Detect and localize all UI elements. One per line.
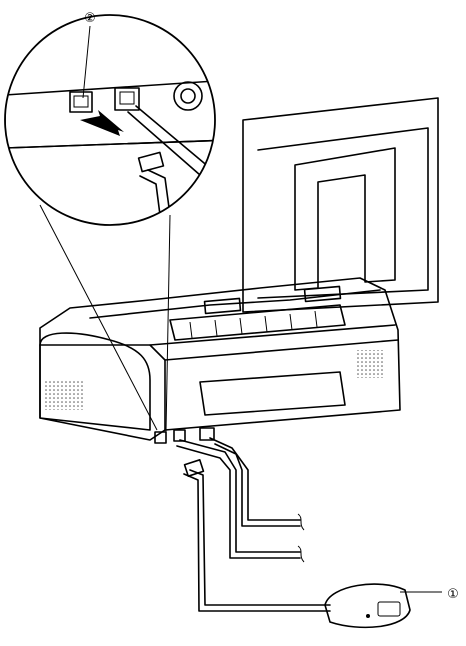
callout-2-label: ② (84, 11, 96, 26)
callout-handset-device: ① (400, 587, 459, 602)
cables (177, 438, 330, 611)
callout-1-label: ① (447, 587, 459, 602)
magnified-inset (5, 15, 230, 432)
handset-device (325, 584, 410, 627)
fax-machine-body (40, 278, 400, 443)
